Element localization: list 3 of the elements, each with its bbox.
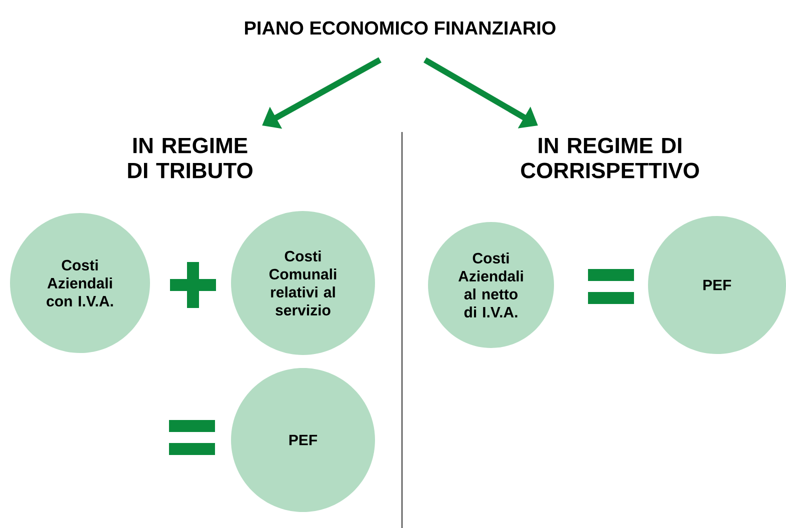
title: PIANO ECONOMICO FINANZIARIO <box>245 21 556 35</box>
section-heading: IN REGIME DI CORRISPETTIVO <box>521 138 699 178</box>
section-heading: IN REGIME DI TRIBUTO <box>128 138 252 178</box>
